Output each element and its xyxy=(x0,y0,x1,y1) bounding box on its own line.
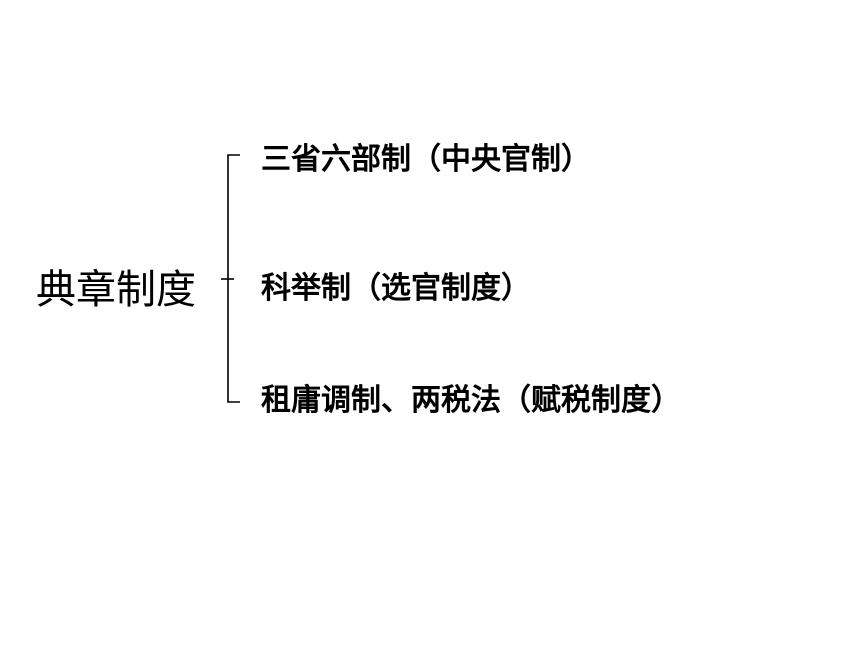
bracket-connector xyxy=(221,154,240,403)
branch-label-taxation: 租庸调制、两税法（赋税制度） xyxy=(261,383,681,418)
branch-label-official-selection: 科举制（选官制度） xyxy=(261,271,531,306)
root-node-label: 典章制度 xyxy=(36,267,196,313)
branch-label-central-government: 三省六部制（中央官制） xyxy=(261,142,591,177)
